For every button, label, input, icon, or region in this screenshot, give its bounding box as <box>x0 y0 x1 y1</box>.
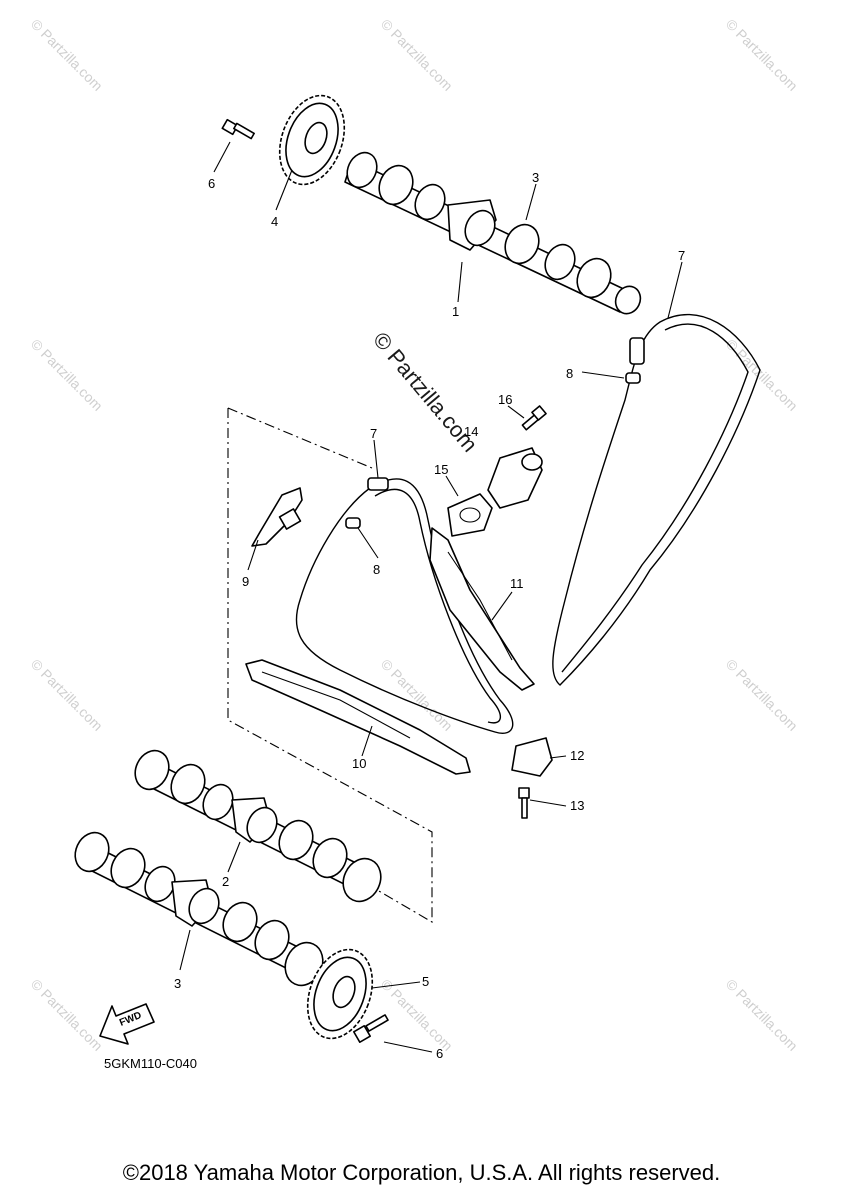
assembly-outline <box>227 407 433 923</box>
watermark: © Partzilla.com <box>378 16 456 94</box>
cam-chain-right <box>552 313 761 686</box>
leader-lines <box>179 141 683 1053</box>
tensioner-bolt <box>521 405 547 431</box>
callout-2: 2 <box>222 874 229 889</box>
forward-arrow-icon: FWD <box>99 1003 155 1045</box>
callout-11: 11 <box>510 576 524 591</box>
camshaft-lower-1 <box>134 749 382 903</box>
callout-4: 4 <box>271 214 278 229</box>
callout-1: 1 <box>452 304 459 319</box>
callout-16: 16 <box>498 392 512 407</box>
watermark: © Partzilla.com <box>723 976 801 1054</box>
watermark: © Partzilla.com <box>28 976 106 1054</box>
callout-6-lower: 6 <box>436 1046 443 1061</box>
cam-sprocket-lower <box>306 948 374 1040</box>
watermark: © Partzilla.com <box>723 16 801 94</box>
callout-12: 12 <box>570 748 584 763</box>
callout-3-lower: 3 <box>174 976 181 991</box>
chain-guide-rear <box>429 527 535 691</box>
watermark: © Partzilla.com <box>723 336 801 414</box>
callout-3-top: 3 <box>532 170 539 185</box>
tensioner-gasket <box>447 493 493 537</box>
watermark: © Partzilla.com <box>378 976 456 1054</box>
guide-bolt <box>518 787 530 819</box>
watermark: © Partzilla.com <box>28 16 106 94</box>
guide-bracket <box>511 737 553 777</box>
callout-13: 13 <box>570 798 584 813</box>
cam-sprocket-top <box>278 94 346 186</box>
cam-chain-center <box>295 477 514 734</box>
callout-7-center: 7 <box>370 426 377 441</box>
callout-7-right: 7 <box>678 248 685 263</box>
diagram-code: 5GKM110-C040 <box>104 1056 197 1071</box>
callout-6-top: 6 <box>208 176 215 191</box>
bolt-top <box>221 118 255 140</box>
camshaft-top <box>344 151 642 315</box>
watermark: © Partzilla.com <box>723 656 801 734</box>
callout-14: 14 <box>464 424 478 439</box>
callout-9: 9 <box>242 574 249 589</box>
bolt-lower <box>353 1014 389 1043</box>
callout-5: 5 <box>422 974 429 989</box>
camshaft-lower-2 <box>74 831 324 987</box>
callout-10: 10 <box>352 756 366 771</box>
chain-tensioner <box>487 447 543 509</box>
watermark: © Partzilla.com <box>28 336 106 414</box>
watermark: © Partzilla.com <box>28 656 106 734</box>
guide-stopper <box>251 487 303 547</box>
callout-8-center: 8 <box>373 562 380 577</box>
watermark-grid: © Partzilla.com © Partzilla.com © Partzi… <box>28 16 801 1054</box>
copyright-text: ©2018 Yamaha Motor Corporation, U.S.A. A… <box>122 1160 721 1185</box>
chain-guide-front <box>245 659 471 775</box>
callouts: 6 4 3 1 7 8 16 14 15 7 8 9 11 10 12 13 2… <box>174 170 685 1061</box>
callout-15: 15 <box>434 462 448 477</box>
callout-8-right: 8 <box>566 366 573 381</box>
